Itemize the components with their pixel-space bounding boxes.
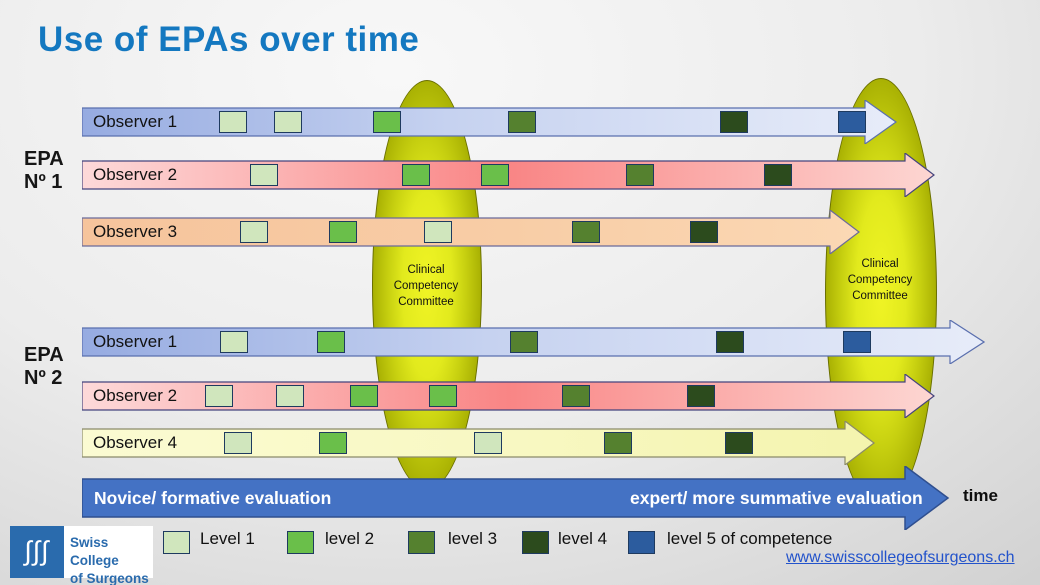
observer-arrow-row-epa2: Observer 4 [82,421,875,465]
assessment-square-level-1 [250,164,278,186]
time-label: time [963,486,998,505]
assessment-square-level-4 [720,111,748,133]
assessment-square-level-4 [690,221,718,243]
assessment-square-level-3 [510,331,538,353]
legend-label-level-3: level 3 [448,529,498,548]
observer-arrow-row-epa2: Observer 2 [82,374,935,418]
assessment-square-level-2 [317,331,345,353]
assessment-square-level-3 [604,432,632,454]
assessment-square-level-2 [373,111,401,133]
observer-label: Observer 2 [93,165,178,184]
assessment-square-level-1 [219,111,247,133]
observer-arrow-row-epa1: Observer 2 [82,153,935,197]
assessment-square-level-3 [508,111,536,133]
assessment-square-level-4 [725,432,753,454]
logo-name-line1: Swiss College [70,535,119,569]
assessment-square-level-3 [562,385,590,407]
epa-2-label: EPA Nº 2 [24,344,94,390]
epa-2-line1: EPA [24,344,64,366]
clinical-committee-text-right: Clinical Competency Committee [847,258,913,303]
legend-swatch-level-5 [628,531,655,554]
assessment-square-level-2 [329,221,357,243]
expert-summative-label: expert/ more summative evaluation [630,488,923,508]
assessment-square-level-1 [276,385,304,407]
time-axis-arrow-shape [81,464,950,532]
legend-swatch-level-1 [163,531,190,554]
assessment-square-level-4 [716,331,744,353]
assessment-square-level-2 [429,385,457,407]
clinical-committee-ellipse-left [372,80,482,490]
swiss-college-logo: ∫∫∫ Swiss College of Surgeons [10,526,153,585]
legend-swatch-level-3 [408,531,435,554]
assessment-square-level-1 [224,432,252,454]
assessment-square-level-1 [220,331,248,353]
assessment-square-level-3 [626,164,654,186]
footer-url-link[interactable]: www.swisscollegeofsurgeons.ch [786,549,1015,566]
observer-label: Observer 1 [93,112,178,131]
observer-arrow-row-epa1: Observer 1 [82,100,897,144]
epa-2-line2: Nº 2 [24,367,63,389]
clinical-committee-text-left: Clinical Competency Committee [393,264,459,309]
observer-label: Observer 2 [93,386,178,405]
arrow-shape [82,100,897,144]
assessment-square-level-5 [838,111,866,133]
assessment-square-level-3 [572,221,600,243]
epa-1-label: EPA Nº 1 [24,148,94,194]
slide-title: Use of EPAs over time [38,20,420,59]
time-axis-arrow: Novice/ formative evaluation expert/ mor… [81,464,962,532]
assessment-square-level-1 [205,385,233,407]
observer-arrow-row-epa1: Observer 3 [82,210,860,254]
logo-name-line2: of Surgeons [70,571,149,585]
swiss-college-logo-text: Swiss College of Surgeons [64,526,153,585]
observer-label: Observer 1 [93,332,178,351]
arrow-shape [82,210,860,254]
epa-1-line2: Nº 1 [24,171,63,193]
epa-1-line1: EPA [24,148,64,170]
legend-label-level-4: level 4 [558,529,608,548]
assessment-square-level-4 [687,385,715,407]
legend-swatch-level-4 [522,531,549,554]
assessment-square-level-1 [474,432,502,454]
assessment-square-level-1 [274,111,302,133]
observer-label: Observer 3 [93,222,178,241]
assessment-square-level-2 [402,164,430,186]
assessment-square-level-5 [843,331,871,353]
assessment-square-level-2 [481,164,509,186]
assessment-square-level-4 [764,164,792,186]
legend-label-level-2: level 2 [325,529,375,548]
novice-formative-label: Novice/ formative evaluation [94,488,332,508]
observer-label: Observer 4 [93,433,178,452]
assessment-square-level-1 [424,221,452,243]
assessment-square-level-2 [350,385,378,407]
swiss-college-logo-icon: ∫∫∫ [10,526,64,578]
legend-label-level-1: Level 1 [200,529,255,548]
observer-arrow-row-epa2: Observer 1 [82,320,985,364]
assessment-square-level-1 [240,221,268,243]
legend-label-level-5: level 5 of competence [667,529,833,548]
legend-swatch-level-2 [287,531,314,554]
assessment-square-level-2 [319,432,347,454]
